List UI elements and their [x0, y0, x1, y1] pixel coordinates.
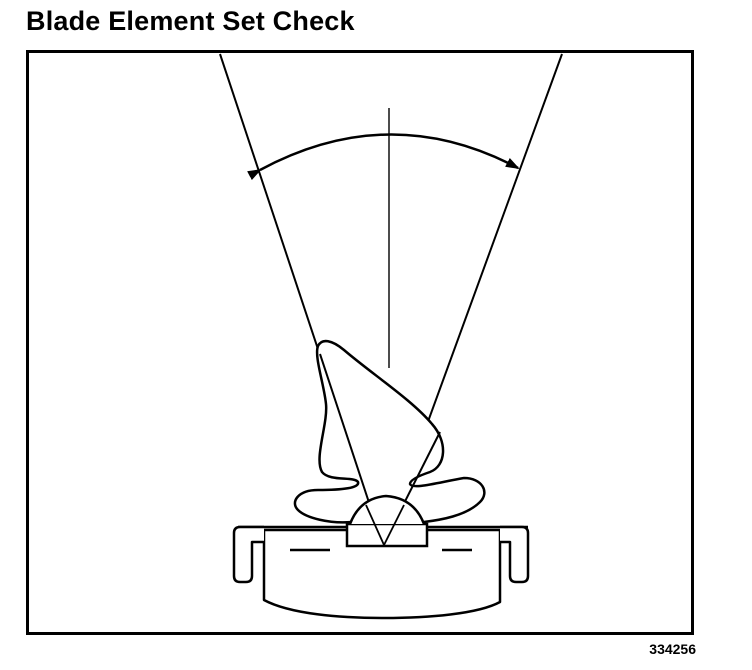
figure-number: 334256 [649, 641, 696, 657]
angle-arc-arrow [247, 133, 520, 181]
pivot-dome [348, 494, 426, 525]
blade-element [293, 339, 486, 524]
pivot-right-line [383, 504, 405, 546]
pivot-socket [345, 522, 429, 548]
right-clip [500, 525, 530, 584]
base-housing [262, 528, 502, 620]
diagram-frame [26, 50, 694, 635]
left-clip [232, 525, 264, 584]
pivot-left-line [365, 504, 385, 546]
page-title: Blade Element Set Check [26, 6, 355, 36]
